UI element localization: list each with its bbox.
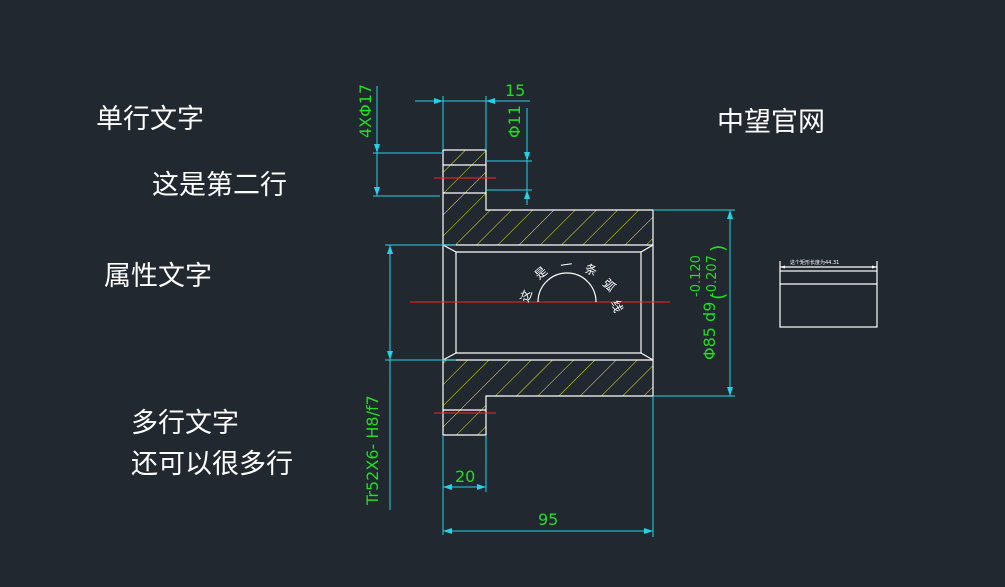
dim-20-text[interactable]: 20 (455, 467, 475, 486)
dim-holes-text[interactable]: 4XΦ17 (356, 84, 375, 138)
dim-85[interactable]: Φ85 d9 ( -0.120 -0.207 ) (653, 209, 735, 397)
dim-20[interactable]: 20 (442, 435, 487, 535)
dim-85-text[interactable]: Φ85 d9 (700, 302, 719, 360)
arc-label: 这 是 一 条 弧 线 (517, 257, 626, 314)
arc-char-3: 一 (559, 257, 573, 273)
tolerance-bracket-open: ( (707, 293, 729, 300)
arc-char-4: 条 (583, 262, 599, 279)
hatch-lower (443, 360, 653, 435)
rect-length-label[interactable]: 这个矩形长度为44.31 (790, 259, 839, 266)
dim-15[interactable]: 15 (415, 81, 530, 150)
arc-char-5: 弧 (600, 276, 618, 294)
labeled-rectangle[interactable]: 这个矩形长度为44.31 (779, 259, 878, 328)
center-lines (410, 177, 670, 414)
dim-thread-text[interactable]: Tr52X6- H8/f7 (363, 395, 382, 506)
single-line-text[interactable]: 单行文字 (96, 104, 204, 135)
dim-11[interactable]: Φ11 (486, 105, 532, 205)
dim-15-text[interactable]: 15 (505, 81, 525, 100)
dim-95-text[interactable]: 95 (538, 510, 558, 529)
hatch-upper (443, 150, 653, 245)
multiline-text-line-1[interactable]: 多行文字 (131, 408, 239, 439)
dim-holes[interactable]: 4XΦ17 (356, 84, 443, 197)
multiline-text-line-2[interactable]: 还可以很多行 (131, 449, 293, 480)
dim-11-text[interactable]: Φ11 (505, 105, 524, 138)
arc-char-6: 线 (608, 298, 625, 314)
tolerance-upper[interactable]: -0.120 (689, 255, 704, 297)
dim-thread[interactable]: Tr52X6- H8/f7 (363, 244, 456, 510)
brand-text[interactable]: 中望官网 (717, 107, 825, 138)
arc-char-1: 这 (517, 288, 535, 304)
attribute-text[interactable]: 属性文字 (104, 261, 212, 292)
arc-char-2: 是 (532, 264, 550, 282)
dim-95[interactable]: 95 (443, 396, 654, 537)
second-line-text[interactable]: 这是第二行 (152, 170, 287, 201)
arc[interactable] (537, 272, 597, 303)
tolerance-lower[interactable]: -0.207 (705, 255, 720, 297)
tolerance-bracket-close: ) (707, 245, 729, 252)
